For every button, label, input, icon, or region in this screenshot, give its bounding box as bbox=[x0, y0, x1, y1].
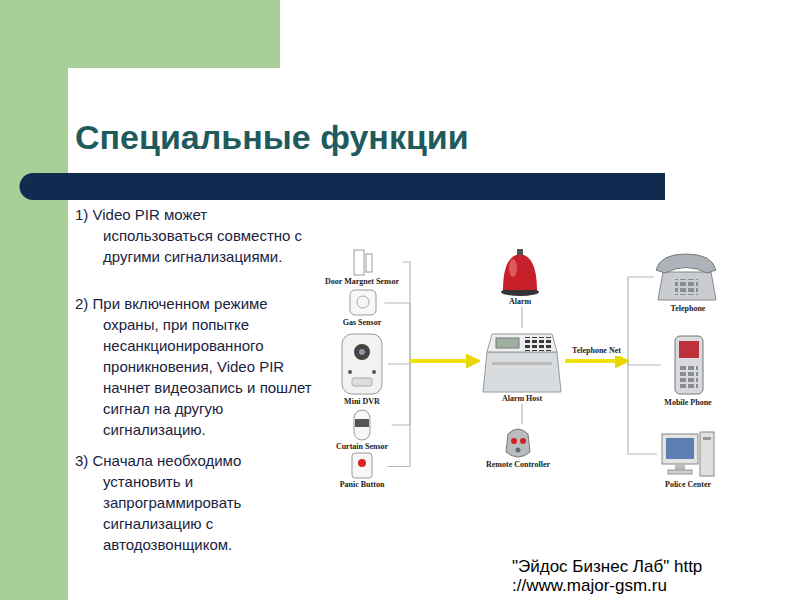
slide-title: Специальные функции bbox=[75, 118, 469, 157]
connector-line bbox=[521, 404, 522, 424]
connector bbox=[392, 361, 480, 425]
connector-line bbox=[565, 361, 657, 454]
receiver-device: Mobile Phone bbox=[661, 332, 715, 408]
connector bbox=[385, 303, 480, 361]
connector bbox=[388, 361, 480, 467]
list-item: 3) Сначала необходимо установить и запро… bbox=[75, 450, 315, 555]
white-panel bbox=[68, 68, 800, 600]
telephone-icon bbox=[656, 254, 716, 300]
receiver-device: Police Center bbox=[657, 428, 719, 490]
connector-line bbox=[388, 361, 480, 467]
device-caption: Mini DVR bbox=[344, 397, 380, 407]
siren-icon bbox=[501, 249, 539, 296]
connector-line bbox=[385, 303, 480, 361]
connector-line bbox=[392, 361, 480, 425]
device-caption: Remote Controller bbox=[486, 460, 550, 470]
sensor-device: Curtain Sensor bbox=[333, 408, 392, 452]
siren-device: Alarm bbox=[496, 247, 544, 307]
door-sensor-icon bbox=[354, 250, 372, 275]
signal-arrow bbox=[565, 359, 628, 363]
sensor-device: Door Margnet Sensor bbox=[322, 247, 403, 287]
connector bbox=[565, 361, 661, 365]
device-caption: Panic Button bbox=[340, 480, 385, 490]
alarm-host: Alarm Host bbox=[479, 328, 565, 404]
remote-controller-icon bbox=[506, 429, 530, 457]
signal-arrow bbox=[410, 359, 479, 363]
alarm-host-icon bbox=[483, 334, 561, 392]
panic-button-icon bbox=[352, 453, 372, 478]
device-caption: Police Center bbox=[665, 480, 711, 490]
connector bbox=[565, 277, 654, 361]
title-bar bbox=[20, 173, 666, 200]
connector-line bbox=[388, 361, 479, 364]
device-caption: Gas Sensor bbox=[343, 318, 381, 328]
mini-dvr-icon bbox=[342, 334, 382, 394]
camera-device: Mini DVR bbox=[336, 331, 388, 407]
green-band bbox=[0, 0, 68, 600]
connector-label: Telephone Net bbox=[570, 346, 623, 356]
mobile-phone-icon bbox=[675, 336, 703, 394]
button-device: Panic Button bbox=[337, 453, 388, 490]
connector bbox=[565, 361, 657, 454]
device-caption: Curtain Sensor bbox=[336, 442, 388, 452]
device-caption: Mobile Phone bbox=[664, 398, 711, 408]
connector bbox=[403, 262, 480, 361]
signal-arrow bbox=[410, 359, 479, 363]
signal-arrow bbox=[410, 359, 479, 363]
source-note: "Эйдос Бизнес Лаб" http ://www.major-gsm… bbox=[512, 557, 782, 595]
connector-line bbox=[565, 277, 654, 361]
connector bbox=[522, 307, 523, 328]
connector-line bbox=[565, 361, 661, 365]
signal-arrow bbox=[565, 359, 628, 363]
list-item: 2) При включенном режиме охраны, при поп… bbox=[75, 293, 315, 440]
connector-line bbox=[403, 262, 480, 361]
connector-line bbox=[521, 307, 522, 328]
device-caption: Door Margnet Sensor bbox=[325, 277, 399, 287]
signal-arrow bbox=[410, 359, 479, 363]
remote-device: Remote Controller bbox=[483, 424, 554, 470]
police-computer-icon bbox=[662, 432, 714, 476]
gas-sensor-icon bbox=[350, 290, 376, 315]
device-caption: Telephone bbox=[671, 304, 706, 314]
white-panel bbox=[100, 580, 800, 600]
signal-arrow bbox=[410, 359, 479, 363]
connector bbox=[388, 361, 479, 364]
sensor-device: Gas Sensor bbox=[340, 288, 385, 328]
device-caption: Alarm bbox=[509, 297, 531, 307]
curtain-sensor-icon bbox=[354, 410, 370, 440]
signal-arrow bbox=[565, 359, 628, 363]
receiver-device: Telephone bbox=[654, 250, 722, 314]
connector bbox=[522, 404, 523, 424]
device-caption: Alarm Host bbox=[502, 394, 542, 404]
list-item: 1) Video PIR может использоваться совмес… bbox=[75, 204, 315, 267]
